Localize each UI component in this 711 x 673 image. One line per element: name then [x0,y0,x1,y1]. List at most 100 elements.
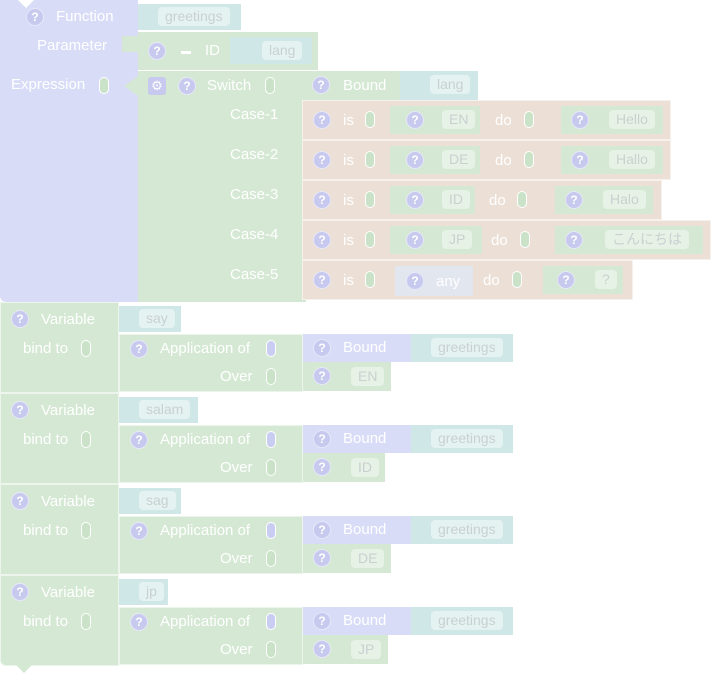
bound-fn-name-field[interactable]: greetings [431,429,503,448]
application-slot[interactable] [266,522,276,539]
help-icon[interactable]: ? [406,191,424,209]
over-slot[interactable] [266,641,276,658]
help-icon[interactable]: ? [130,340,148,358]
help-icon[interactable]: ? [313,612,331,630]
result-field[interactable]: ? [595,270,617,289]
help-icon[interactable]: ? [571,151,589,169]
case-row[interactable]: ? is ? DE do ? Hallo [302,140,671,180]
bound-fn-block[interactable]: ? Bound [303,425,411,453]
arg-field[interactable]: DE [351,549,385,568]
match-field[interactable]: EN [442,110,476,129]
arg-field[interactable]: ID [351,458,379,477]
collapse-dash-icon[interactable] [181,51,191,54]
match-field[interactable]: DE [442,150,476,169]
help-icon[interactable]: ? [406,231,424,249]
match-block[interactable]: ? ID [390,186,475,214]
application-slot[interactable] [266,613,276,630]
function-name-block[interactable]: greetings [138,4,241,30]
variable-name-block[interactable]: say [119,306,181,332]
bound-fn-name-field[interactable]: greetings [431,611,503,630]
bind-slot[interactable] [81,431,91,448]
help-icon[interactable]: ? [313,640,331,658]
help-icon[interactable]: ? [148,42,166,60]
application-block[interactable]: ? Application of Over [119,516,303,574]
help-icon[interactable]: ? [130,522,148,540]
is-slot[interactable] [365,151,375,168]
parameter-block[interactable]: ? ID lang [122,32,318,70]
help-icon[interactable]: ? [565,231,583,249]
result-block[interactable]: ? Halo [555,186,653,214]
variable-name-block[interactable]: jp [119,579,168,605]
help-icon[interactable]: ? [406,111,424,129]
help-icon[interactable]: ? [313,549,331,567]
help-icon[interactable]: ? [313,430,331,448]
do-slot[interactable] [524,111,534,128]
do-slot[interactable] [520,231,530,248]
case-row[interactable]: ? is ? ID do ? Halo [302,180,662,220]
application-block[interactable]: ? Application of Over [119,425,303,483]
variable-name-field[interactable]: jp [139,582,164,601]
help-icon[interactable]: ? [312,76,330,94]
match-block[interactable]: ? DE [390,146,480,174]
param-name-field[interactable]: lang [262,41,303,60]
match-field[interactable]: ID [442,190,470,209]
help-icon[interactable]: ? [313,367,331,385]
gear-icon[interactable]: ⚙ [148,77,166,95]
variable-body[interactable]: ? Variable bind to [0,302,119,393]
variable-name-block[interactable]: sag [119,488,181,514]
bound-fn-name-block[interactable]: greetings [411,334,513,362]
result-field[interactable]: こんにちは [605,230,689,249]
help-icon[interactable]: ? [406,151,424,169]
help-icon[interactable]: ? [313,339,331,357]
arg-field[interactable]: EN [351,367,385,386]
help-icon[interactable]: ? [130,431,148,449]
any-match-block[interactable]: ? any [395,266,473,296]
param-name-block[interactable]: lang [230,37,312,64]
result-block[interactable]: ? Hallo [561,146,663,174]
variable-name-field[interactable]: sag [139,491,176,510]
variable-body[interactable]: ? Variable bind to [0,575,119,666]
arg-block[interactable]: ? EN [303,362,391,391]
help-icon[interactable]: ? [178,77,196,95]
help-icon[interactable]: ? [313,191,331,209]
help-icon[interactable]: ? [313,151,331,169]
is-slot[interactable] [365,191,375,208]
match-block[interactable]: ? EN [390,106,480,134]
bound-name-block[interactable]: lang [400,71,478,100]
bind-slot[interactable] [81,522,91,539]
variable-name-field[interactable]: say [139,309,175,328]
is-slot[interactable] [365,111,375,128]
expression-slot[interactable] [99,77,109,94]
bound-fn-name-block[interactable]: greetings [411,607,513,635]
do-slot[interactable] [517,191,527,208]
result-field[interactable]: Hello [609,110,655,129]
arg-block[interactable]: ? ID [303,453,385,482]
do-slot[interactable] [512,271,522,288]
do-slot[interactable] [524,151,534,168]
match-block[interactable]: ? JP [390,226,482,254]
bind-slot[interactable] [81,340,91,357]
application-block[interactable]: ? Application of Over [119,607,303,665]
bound-fn-block[interactable]: ? Bound [303,607,411,635]
help-icon[interactable]: ? [557,271,575,289]
arg-block[interactable]: ? DE [303,544,391,573]
help-icon[interactable]: ? [11,583,29,601]
switch-bound-block[interactable]: ? Bound [302,71,400,100]
help-icon[interactable]: ? [313,271,331,289]
bound-fn-name-block[interactable]: greetings [411,516,513,544]
help-icon[interactable]: ? [313,231,331,249]
match-field[interactable]: JP [442,230,473,249]
bind-slot[interactable] [81,613,91,630]
bound-fn-name-block[interactable]: greetings [411,425,513,453]
result-block[interactable]: ? こんにちは [555,226,703,254]
help-icon[interactable]: ? [11,492,29,510]
application-block[interactable]: ? Application of Over [119,334,303,392]
function-name-field[interactable]: greetings [158,7,230,26]
help-icon[interactable]: ? [565,191,583,209]
variable-name-block[interactable]: salam [119,397,198,423]
switch-slot[interactable] [265,77,275,94]
case-row[interactable]: ? is ? any do ? ? [302,260,633,300]
help-icon[interactable]: ? [313,521,331,539]
is-slot[interactable] [365,231,375,248]
variable-name-field[interactable]: salam [139,400,191,419]
